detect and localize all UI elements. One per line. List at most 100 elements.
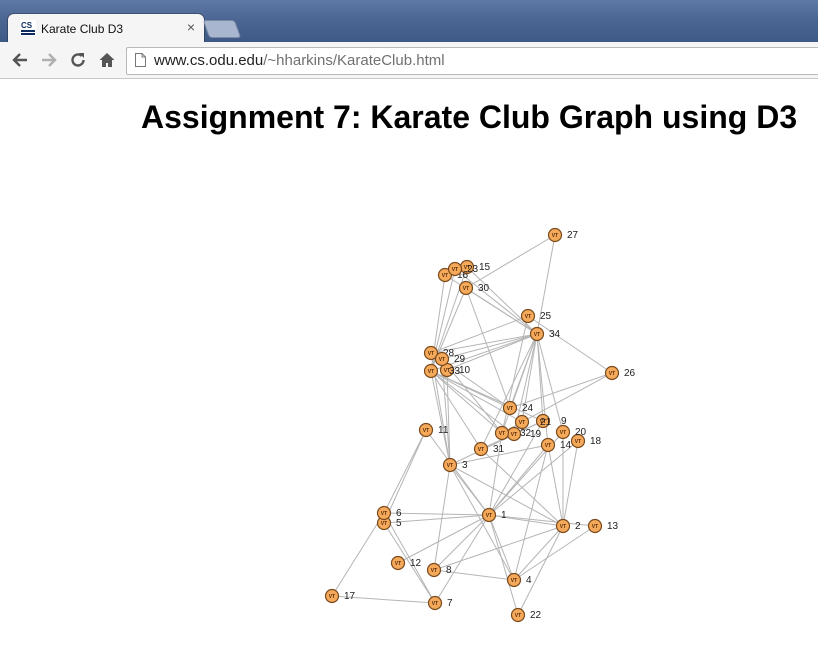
node-circle: [418, 422, 434, 438]
graph-edge: [430, 333, 538, 354]
tab-karate-club[interactable]: CS Karate Club D3 ×: [8, 14, 204, 42]
node-badge-icon: VT: [464, 265, 470, 271]
node-label: 19: [530, 429, 542, 440]
node-badge-icon: VT: [515, 613, 521, 619]
node-label: 27: [567, 230, 579, 241]
node-circle: [540, 437, 556, 453]
node-badge-icon: VT: [560, 524, 566, 530]
node-circle: [427, 595, 443, 611]
cs-favicon-icon: CS: [20, 20, 36, 36]
tab-close-icon[interactable]: ×: [186, 19, 195, 35]
graph-edge: [397, 514, 490, 564]
node-label: 10: [459, 365, 471, 376]
window-titlebar: CS Karate Club D3 ×: [0, 0, 818, 42]
graph-node[interactable]: VT 18: [570, 433, 602, 449]
graph-edge: [480, 333, 538, 450]
graph-edge: [434, 514, 490, 604]
graph-edge: [480, 448, 564, 527]
node-label: 25: [540, 311, 552, 322]
node-label: 13: [607, 521, 619, 532]
graph-edge: [547, 444, 564, 527]
node-label: 1: [501, 510, 507, 521]
node-circle: [434, 351, 450, 367]
tab-title: Karate Club D3: [41, 22, 124, 36]
graph-edge: [562, 440, 579, 527]
graph-edge: [513, 444, 549, 581]
node-circle: [587, 518, 603, 534]
graph-edges: [331, 234, 613, 616]
node-badge-icon: VT: [575, 439, 581, 445]
node-circle: [570, 433, 586, 449]
node-circle: [506, 572, 522, 588]
graph-edge: [383, 429, 427, 514]
address-bar[interactable]: www.cs.odu.edu/~hharkins/KarateClub.html: [126, 47, 818, 75]
node-circle: [494, 425, 510, 441]
graph-edge: [488, 432, 503, 516]
graph-edge: [509, 372, 613, 409]
graph-node[interactable]: VT 25: [520, 308, 552, 324]
graph-edge: [430, 370, 503, 434]
new-tab-button[interactable]: [202, 20, 242, 38]
forward-button[interactable]: [38, 49, 60, 71]
node-circle: [529, 326, 545, 342]
graph-edge: [517, 525, 564, 616]
back-button[interactable]: [9, 49, 31, 71]
node-badge-icon: VT: [478, 447, 484, 453]
node-label: 23: [467, 264, 479, 275]
node-badge-icon: VT: [609, 371, 615, 377]
reload-button[interactable]: [67, 49, 89, 71]
home-button[interactable]: [96, 49, 118, 71]
graph-edge: [536, 333, 564, 433]
graph-node[interactable]: VT 2: [555, 518, 582, 534]
url-host: www.cs.odu.edu: [154, 52, 264, 69]
node-circle: [502, 400, 518, 416]
node-badge-icon: VT: [439, 357, 445, 363]
graph-edge: [430, 370, 482, 450]
node-label: 4: [526, 575, 532, 586]
node-circle: [473, 441, 489, 457]
graph-edge: [527, 315, 613, 374]
graph-edge: [501, 333, 538, 434]
graph-edge: [383, 512, 436, 604]
node-badge-icon: VT: [431, 568, 437, 574]
graph-edge: [488, 420, 544, 516]
node-label: 18: [590, 436, 602, 447]
node-badge-icon: VT: [525, 314, 531, 320]
graph-edge: [430, 370, 451, 466]
graph-edge: [513, 525, 564, 581]
node-label: 2: [575, 521, 581, 532]
graph-edge: [466, 266, 538, 335]
node-circle: [555, 518, 571, 534]
node-label: 17: [344, 591, 356, 602]
node-label: 30: [478, 283, 490, 294]
node-badge-icon: VT: [452, 267, 458, 273]
